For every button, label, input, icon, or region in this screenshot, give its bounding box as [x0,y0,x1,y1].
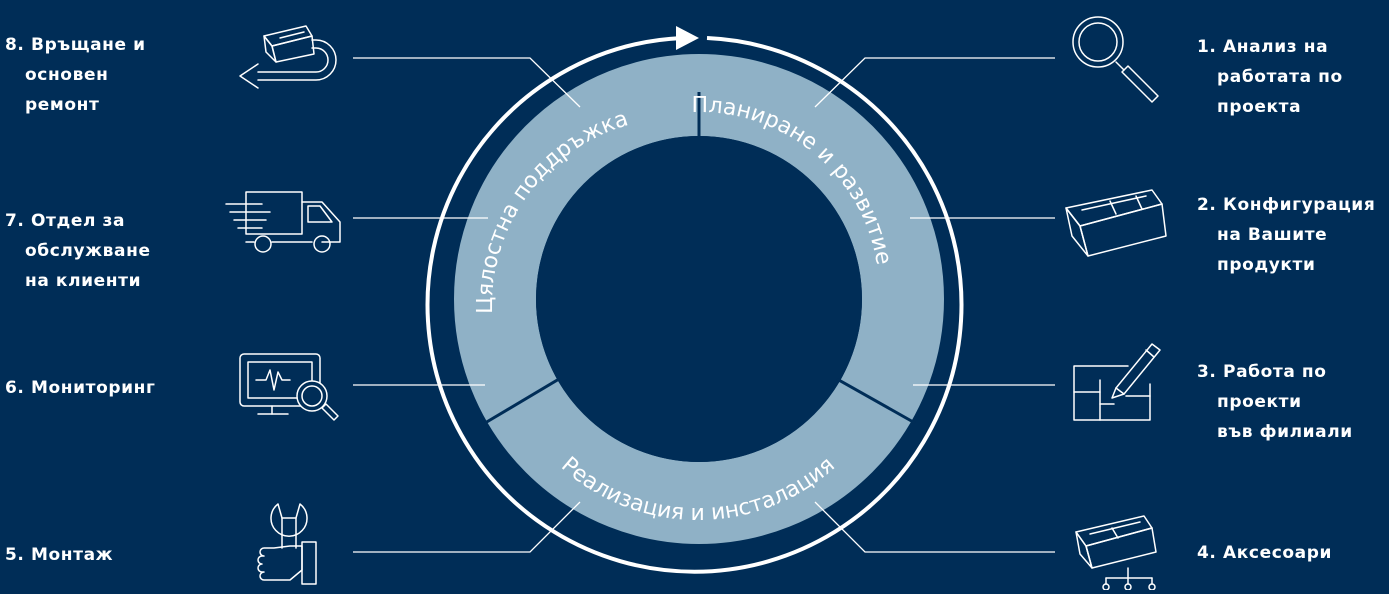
cycle-arrow [425,26,964,574]
box-network-icon [1075,515,1157,591]
ring-divider-left [484,377,560,425]
ring-divider-right [836,377,916,425]
connectors-left [353,57,581,553]
connector-step-1 [814,57,1055,108]
ring-center [536,136,862,462]
floorplan-pencil-icon [1073,343,1161,421]
cycle-arrowhead-icon [676,26,699,50]
step-1-label: 1. Анализ на работата по проекта [1197,37,1343,117]
connector-step-5 [353,501,581,553]
delivery-truck-icon [225,191,341,253]
connectors-right [814,57,1055,553]
hand-wrench-icon [257,503,317,585]
step-2-label: 2. Конфигурация на Вашите продукти [1197,195,1376,275]
monitor-search-icon [239,353,339,421]
step-5-label: 5. Монтаж [5,545,114,565]
cycle-arrow-arc [425,36,964,574]
step-8-label: 8. Връщане и основен ремонт [5,35,146,115]
box-return-icon [239,25,337,89]
step-6-label: 6. Мониторинг [5,378,156,398]
cycle-ring [454,54,944,544]
step-4-label: 4. Аксесоари [1197,543,1333,563]
step-3-label: 3. Работа по проекти във филиали [1197,362,1353,442]
connector-step-4 [814,501,1055,553]
magnifier-icon [1072,16,1159,103]
step-7-label: 7. Отдел за обслужване на клиенти [5,211,151,291]
box-icon [1065,189,1167,257]
connector-step-8 [353,57,581,108]
